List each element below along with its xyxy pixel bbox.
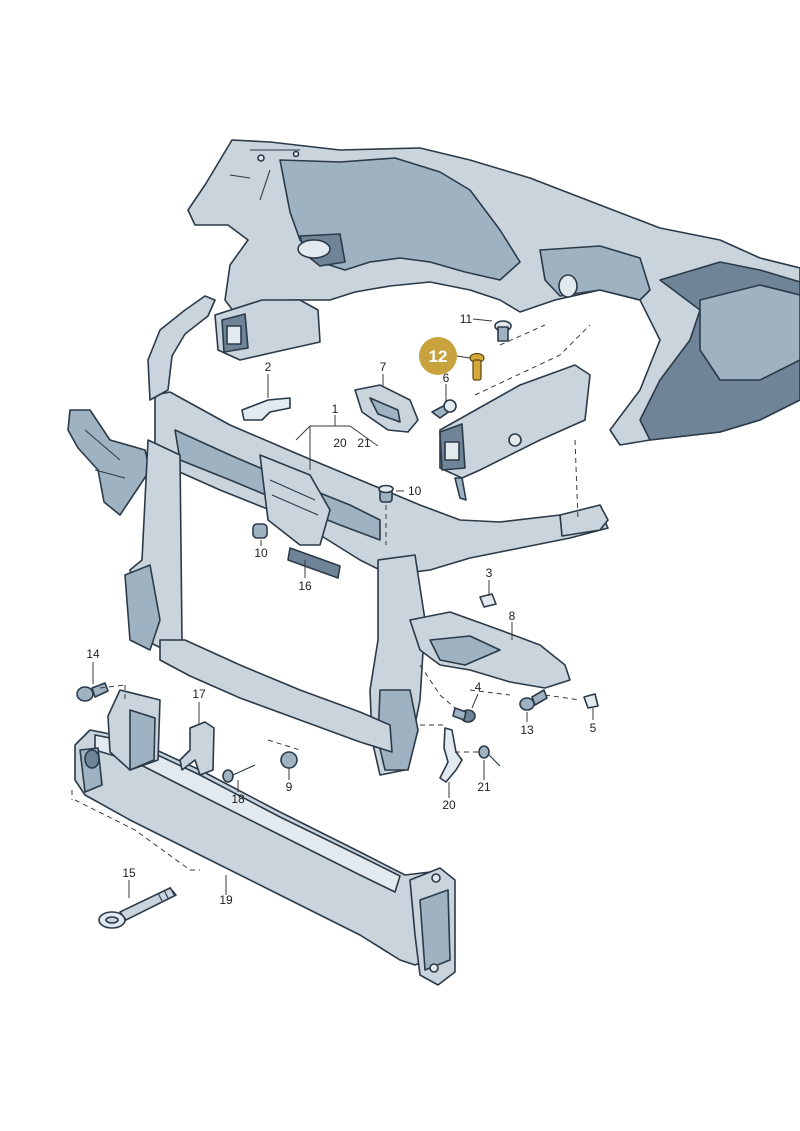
callout-8: 8 xyxy=(509,609,516,623)
callout-10-left: 10 xyxy=(254,546,268,560)
bumper-beam xyxy=(74,689,456,986)
callout-5: 5 xyxy=(590,721,597,735)
callout-21-lower: 21 xyxy=(477,780,491,794)
front-carrier xyxy=(67,295,609,776)
callout-6: 6 xyxy=(443,371,450,385)
callout-16: 16 xyxy=(298,579,312,593)
callout-2: 2 xyxy=(265,360,272,374)
callout-7: 7 xyxy=(380,360,387,374)
callout-20-upper: 20 xyxy=(333,436,347,450)
callout-13: 13 xyxy=(520,723,534,737)
callout-17: 17 xyxy=(192,687,206,701)
callout-18: 18 xyxy=(231,792,245,806)
callout-9: 9 xyxy=(286,780,293,794)
callout-11: 11 xyxy=(460,312,473,326)
callout-20-lower: 20 xyxy=(442,798,456,812)
callout-21-upper: 21 xyxy=(357,436,371,450)
highlight-label: 12 xyxy=(429,347,448,366)
callout-14: 14 xyxy=(86,647,100,661)
callout-labels: 1 2 3 4 5 6 7 8 9 10 10 10 11 13 14 15 1… xyxy=(86,312,596,907)
callout-4: 4 xyxy=(475,680,482,694)
callout-19: 19 xyxy=(219,893,233,907)
callout-3: 3 xyxy=(486,566,493,580)
callout-10-upper: 10 xyxy=(408,484,422,498)
callout-1: 1 xyxy=(332,402,339,416)
highlight-circle xyxy=(419,337,457,375)
assembly-guide-lines xyxy=(71,324,591,871)
small-parts xyxy=(76,320,599,929)
body-front-structure xyxy=(187,139,800,501)
callout-15: 15 xyxy=(122,866,136,880)
highlight-marker: 12 xyxy=(419,337,471,375)
leader-lines xyxy=(92,318,594,898)
